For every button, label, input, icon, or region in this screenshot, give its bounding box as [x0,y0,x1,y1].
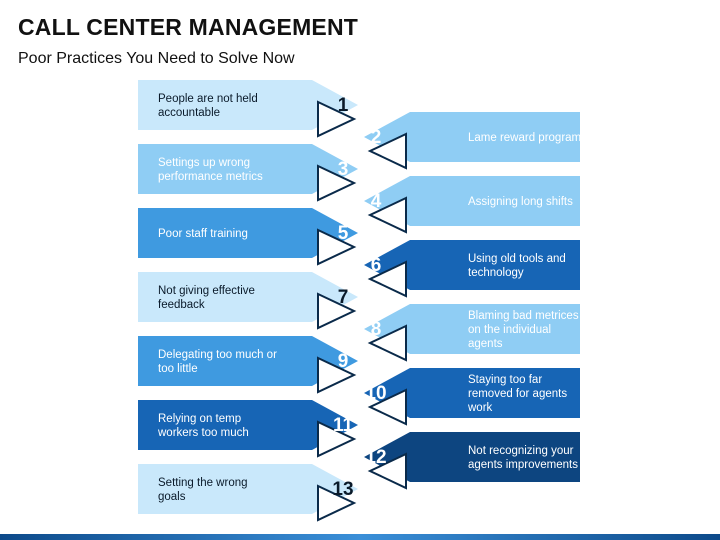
triangle-pointer-icon [317,292,357,330]
practice-number: 6 [371,255,382,276]
practice-number: 2 [371,127,382,148]
practice-arrow-shape [138,272,358,322]
practice-number: 5 [338,223,349,244]
page-title: CALL CENTER MANAGEMENT [18,14,359,40]
triangle-pointer-icon [317,228,357,266]
bottom-accent-bar [0,534,720,540]
triangle-pointer-icon [317,484,357,522]
practice-arrow-shape [364,176,580,226]
practice-item-2: Lame reward programs [364,112,587,162]
triangle-pointer-icon [317,100,357,138]
practice-number: 13 [332,479,353,500]
practice-label: Lame reward programs [468,132,587,144]
practice-arrow-shape [138,144,358,194]
practice-number: 8 [371,319,382,340]
practice-number: 10 [365,383,386,404]
practice-arrow-shape [138,208,358,258]
practice-arrow-shape [364,304,580,354]
triangle-pointer-icon [367,196,407,234]
practice-label: Poor staff training [158,228,248,240]
practice-number: 11 [333,415,354,436]
practice-arrow-shape [138,80,358,130]
practice-number: 12 [365,447,386,468]
practice-arrow-shape [364,368,580,418]
triangle-pointer-icon [367,324,407,362]
practice-number: 3 [338,159,349,180]
triangle-pointer-icon [367,132,407,170]
triangle-pointer-icon [367,452,407,490]
triangle-pointer-icon [317,356,357,394]
practice-arrow-shape [364,240,580,290]
triangle-pointer-icon [367,260,407,298]
triangle-pointer-icon [317,420,357,458]
practice-number: 9 [338,351,349,372]
practice-item-4: Assigning long shifts [364,176,580,226]
practice-arrow-shape [138,400,358,450]
triangle-pointer-icon [367,388,407,426]
triangle-pointer-icon [317,164,357,202]
practice-label: Assigning long shifts [468,196,573,208]
practice-number: 4 [371,191,382,212]
practice-number: 1 [338,95,349,116]
practice-arrow-shape [138,464,358,514]
page-subtitle: Poor Practices You Need to Solve Now [18,50,295,67]
practice-number: 7 [338,287,349,308]
practice-arrow-shape [138,336,358,386]
practice-arrow-shape [364,432,580,482]
practice-item-5: Poor staff training [138,208,358,258]
practice-arrow-shape [364,112,580,162]
